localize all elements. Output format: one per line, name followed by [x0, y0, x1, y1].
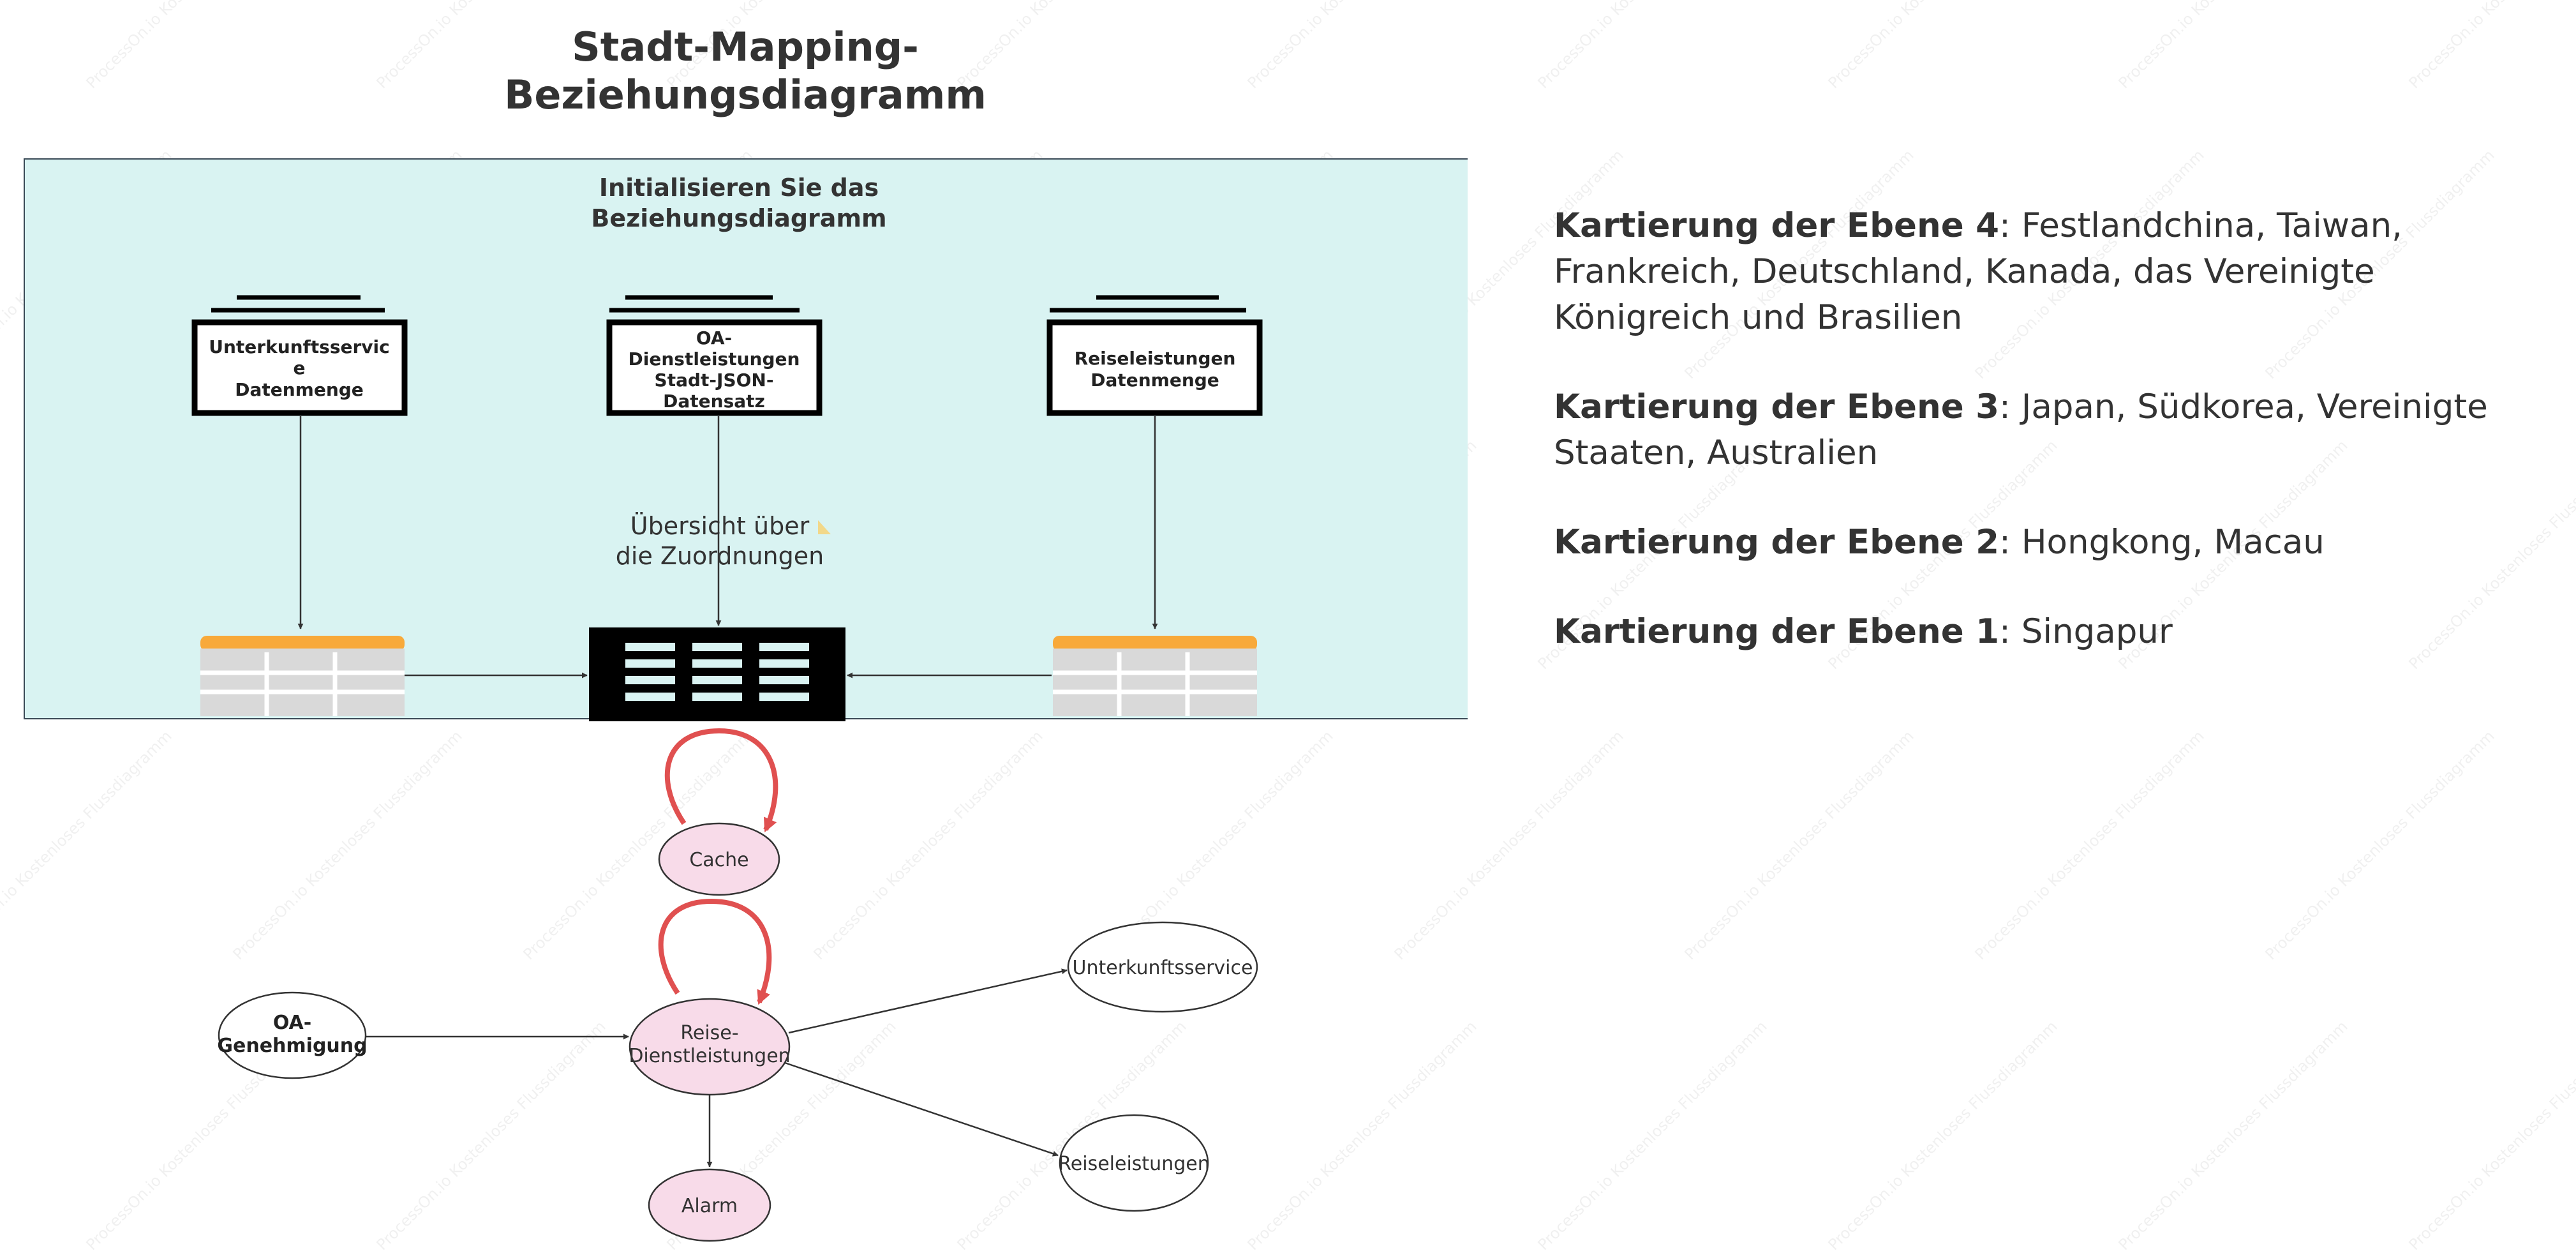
mapping-overview-line1: Übersicht über — [630, 512, 810, 540]
node-alarm-label: Alarm — [681, 1195, 738, 1217]
cache-loop-arrow — [664, 728, 778, 833]
legend-level-3: Kartierung der Ebene 3: Japan, Südkorea,… — [1554, 384, 2549, 476]
node-cache-label: Cache — [689, 849, 748, 871]
container-title-line2: Beziehungsdiagramm — [591, 204, 886, 232]
watermark-text: ProcessOn.io Kostenloses Flussdiagramm — [1534, 0, 1770, 92]
legend-level-4-countries: Festlandchina, Taiwan, Frankreich, Deuts… — [1554, 206, 2403, 337]
legend-level-2-countries: Hongkong, Macau — [2021, 523, 2325, 562]
dataset-oa-line2: Dienstleistungen — [629, 349, 800, 370]
node-accommodation — [1067, 921, 1258, 1013]
edge-travel-to-accommodation — [788, 968, 1068, 1034]
dataset-oa-line4: Datensatz — [663, 391, 765, 412]
legend-level-1-sep: : — [1999, 612, 2021, 651]
table-icon-right — [1053, 636, 1257, 716]
init-container — [24, 158, 1468, 719]
node-travel-services-line2: Dienstleistungen — [629, 1045, 790, 1067]
legend-level-4: Kartierung der Ebene 4: Festlandchina, T… — [1554, 203, 2549, 341]
legend-level-2-sep: : — [1999, 523, 2021, 562]
legend-level-1-name: Kartierung der Ebene 1 — [1554, 612, 1999, 651]
edge-travel-to-benefits — [784, 1062, 1059, 1157]
legend-level-2-name: Kartierung der Ebene 2 — [1554, 523, 1999, 562]
server-icon — [589, 627, 845, 721]
node-travel-services — [629, 998, 791, 1096]
watermark-text: ProcessOn.io Kostenloses Flussdiagramm — [1971, 727, 2207, 963]
dataset-oa-city-json: OA- Dienstleistungen Stadt-JSON- Datensa… — [606, 295, 823, 416]
legend-level-3-sep: : — [1999, 387, 2021, 426]
node-travel-services-line1: Reise- — [680, 1022, 738, 1044]
legend-level-4-name: Kartierung der Ebene 4 — [1554, 206, 1999, 245]
travel-services-loop-arrow — [658, 898, 772, 1005]
relationship-diagram: Stadt-Mapping- Beziehungsdiagramm Initia… — [24, 24, 1468, 1242]
mapping-levels-legend: Kartierung der Ebene 4: Festlandchina, T… — [1554, 203, 2549, 698]
node-travel-benefits-label: Reiseleistungen — [1058, 1153, 1209, 1175]
watermark-text: ProcessOn.io Kostenloses Flussdiagramm — [1534, 1017, 1770, 1253]
watermark-text: ProcessOn.io Kostenloses Flussdiagramm — [2115, 1017, 2351, 1253]
watermark-text: ProcessOn.io Kostenloses Flussdiagramm — [1681, 727, 1917, 963]
dataset-accommodation-line1: Unterkunftsservic — [209, 336, 390, 357]
mapping-overview-line2: die Zuordnungen — [616, 542, 824, 570]
container-title-line1: Initialisieren Sie das — [599, 174, 879, 202]
node-accommodation-label: Unterkunftsservice — [1073, 957, 1253, 979]
dataset-travel-benefits: Reiseleistungen Datenmenge — [1046, 295, 1263, 416]
watermark-text: ProcessOn.io Kostenloses Flussdiagramm — [2405, 1017, 2576, 1253]
note-corner-icon — [818, 520, 831, 534]
watermark-text: ProcessOn.io Kostenloses Flussdiagramm — [1824, 0, 2060, 92]
node-oa-approval — [218, 991, 367, 1079]
node-oa-approval-line2: Genehmigung — [217, 1035, 367, 1057]
node-travel-benefits — [1059, 1114, 1209, 1212]
diagram-title-line1: Stadt-Mapping- — [572, 24, 919, 70]
legend-level-2: Kartierung der Ebene 2: Hongkong, Macau — [1554, 520, 2549, 566]
watermark-text: ProcessOn.io Kostenloses Flussdiagramm — [2115, 0, 2351, 92]
table-icon-left — [200, 636, 405, 716]
dataset-accommodation: Unterkunftsservic e Datenmenge — [191, 295, 408, 416]
legend-level-1: Kartierung der Ebene 1: Singapur — [1554, 609, 2549, 655]
node-cache — [658, 822, 780, 896]
node-alarm — [648, 1168, 771, 1242]
watermark-text: ProcessOn.io Kostenloses Flussdiagramm — [1824, 1017, 2060, 1253]
watermark-text: ProcessOn.io Kostenloses Flussdiagramm — [2261, 727, 2498, 963]
dataset-oa-line3: Stadt-JSON- — [655, 370, 774, 391]
dataset-travel-line2: Datenmenge — [1091, 370, 1219, 391]
legend-level-3-name: Kartierung der Ebene 3 — [1554, 387, 1999, 426]
node-oa-approval-line1: OA- — [273, 1012, 311, 1034]
dataset-oa-line1: OA- — [696, 327, 732, 349]
watermark-text: ProcessOn.io Kostenloses Flussdiagramm — [2405, 0, 2576, 92]
dataset-accommodation-line3: Datenmenge — [235, 379, 364, 400]
dataset-travel-line1: Reiseleistungen — [1075, 348, 1236, 369]
dataset-accommodation-line2: e — [294, 357, 306, 379]
legend-level-1-countries: Singapur — [2021, 612, 2173, 651]
legend-level-3-countries: Japan, Südkorea, Vereinigte Staaten, Aus… — [1554, 387, 2488, 472]
diagram-title-line2: Beziehungsdiagramm — [504, 71, 986, 118]
legend-level-4-sep: : — [1999, 206, 2021, 245]
